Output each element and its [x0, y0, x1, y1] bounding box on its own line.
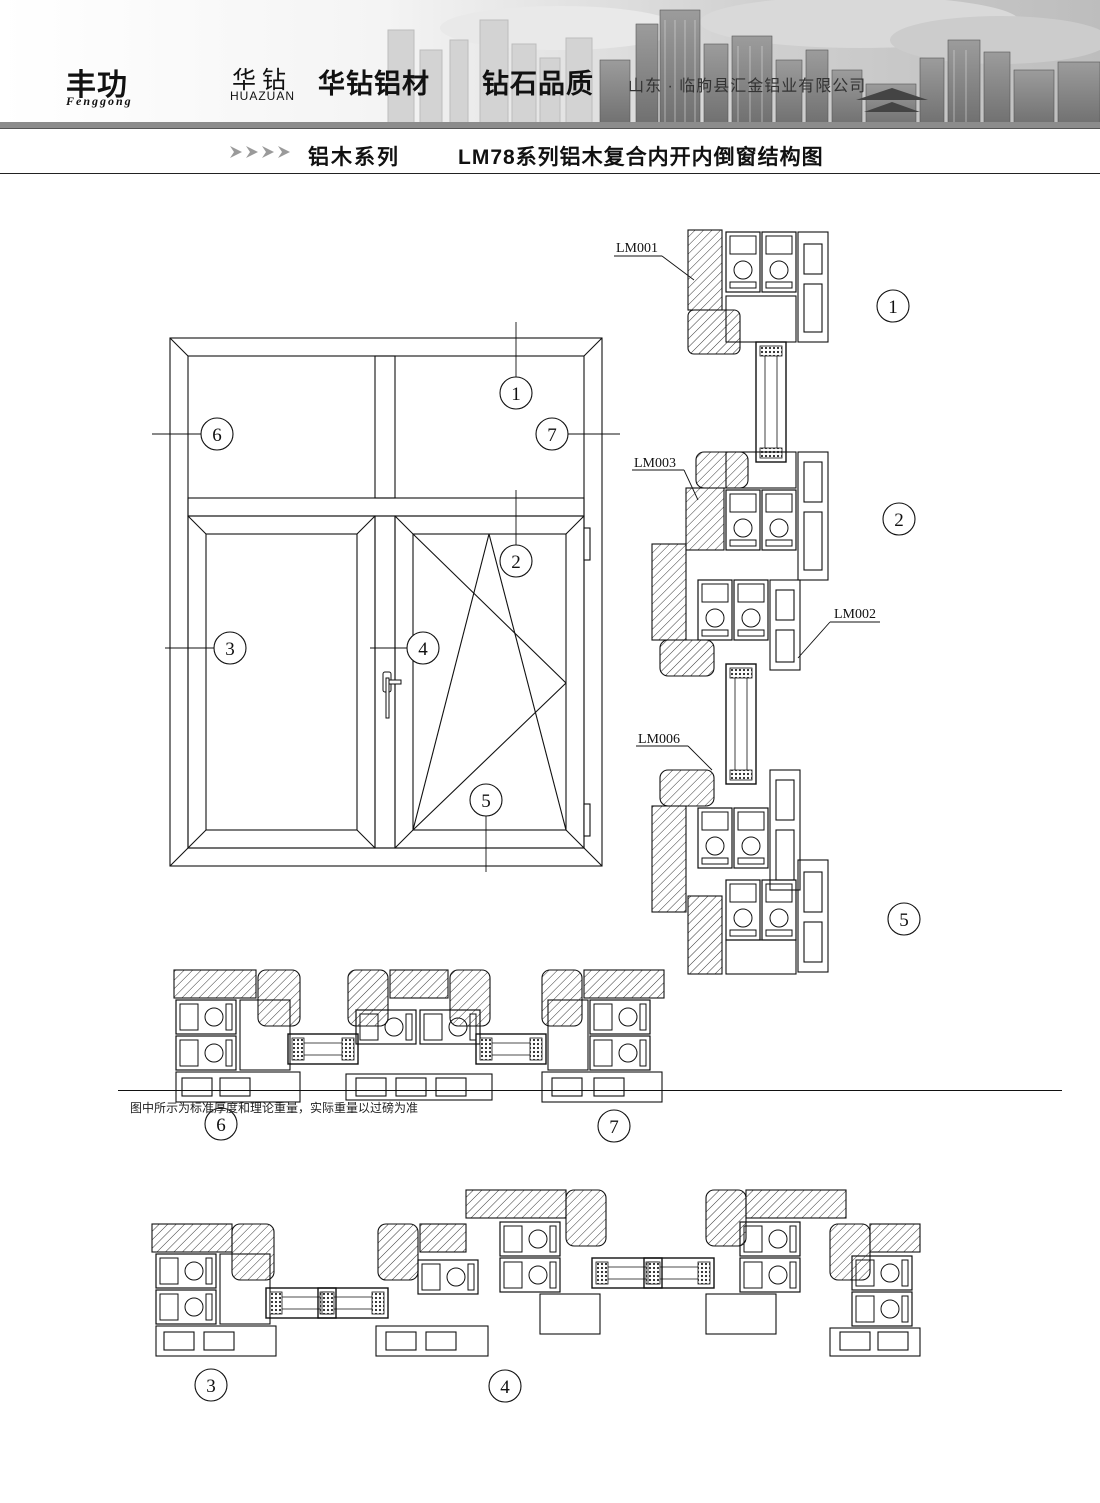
marker-6-elevation-circle: [200, 417, 234, 451]
slogan-huazuan-aluminum: 华钻铝材: [318, 69, 430, 99]
marker-3-elevation-circle: [213, 631, 247, 665]
marker-4-elevation-circle: [406, 631, 440, 665]
profile-label-lm006: LM006: [638, 732, 680, 747]
profile-label-lm002: LM002: [834, 607, 876, 622]
marker-6-elevation: 6: [212, 425, 222, 446]
horizontal-section-6-7: [173, 969, 665, 1103]
marker-5-elevation-circle: [469, 783, 503, 817]
slogan-diamond-quality: 钻石品质: [482, 69, 594, 99]
marker-6-section-circle: [204, 1107, 238, 1141]
profile-leaders: [614, 255, 880, 771]
marker-2-section-circle: [882, 502, 916, 536]
marker-4-section-circle: [488, 1369, 522, 1403]
marker-3-section-circle: [194, 1368, 228, 1402]
brand-huazuan-cn: 华钻: [232, 67, 292, 94]
elevation-leaders: [152, 322, 620, 872]
profile-label-lm001: LM001: [616, 241, 658, 256]
marker-3-section: 3: [206, 1376, 216, 1397]
footer-note: 图中所示为标准厚度和理论重量，实际重量以过磅为准: [130, 1101, 419, 1115]
company-name: 山东 · 临朐县汇金铝业有限公司: [628, 78, 867, 95]
vertical-section: [651, 229, 829, 975]
title-bar: [0, 128, 1100, 174]
marker-7-section: 7: [609, 1117, 619, 1138]
marker-1-section-circle: [876, 289, 910, 323]
marker-1-elevation: 1: [511, 384, 521, 405]
profile-label-lm003: LM003: [634, 456, 676, 471]
series-label: 铝木系列: [308, 146, 400, 169]
header-banner: [0, 0, 1100, 128]
marker-1-elevation-circle: [499, 376, 533, 410]
brand-logo-fenggong: 丰功: [66, 69, 128, 102]
drawing-title: LM78系列铝木复合内开内倒窗结构图: [458, 146, 824, 169]
marker-5-section: 5: [899, 910, 909, 931]
footer-separator-line: [118, 1090, 1062, 1091]
marker-5-elevation: 5: [481, 791, 491, 812]
marker-2-elevation: 2: [511, 552, 521, 573]
brand-logo-fenggong-pinyin: Fenggong: [66, 94, 133, 108]
marker-7-elevation: 7: [547, 425, 557, 446]
marker-7-section-circle: [597, 1109, 631, 1143]
window-handle-icon: [382, 671, 402, 719]
marker-2-section: 2: [894, 510, 904, 531]
horizontal-section-3-4: [151, 1189, 921, 1357]
window-elevation: [169, 337, 603, 867]
city-skyline-illustration: [0, 0, 1100, 128]
triple-chevron-icon: [230, 146, 290, 158]
marker-3-elevation: 3: [225, 639, 235, 660]
marker-2-elevation-circle: [499, 544, 533, 578]
brand-huazuan-en: HUAZUAN: [230, 89, 296, 103]
marker-7-elevation-circle: [535, 417, 569, 451]
marker-4-elevation: 4: [418, 639, 428, 660]
marker-4-section: 4: [500, 1377, 510, 1398]
marker-1-section: 1: [888, 297, 898, 318]
marker-6-section: 6: [216, 1115, 226, 1136]
marker-5-section-circle: [887, 902, 921, 936]
